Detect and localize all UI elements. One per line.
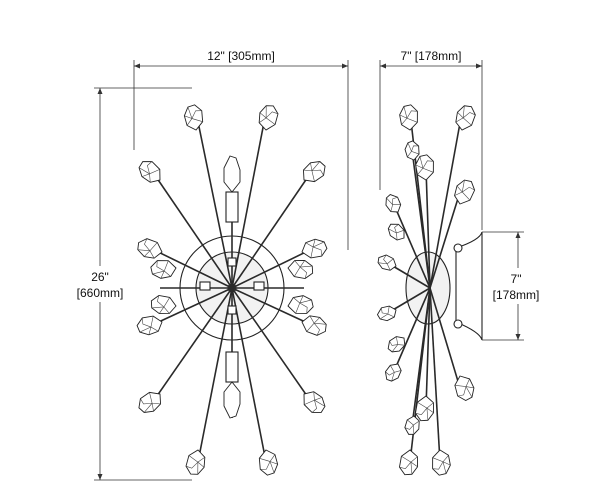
- front-width-dimension: 12" [305mm]: [133, 49, 349, 250]
- height-label-imperial: 26": [91, 270, 109, 284]
- side-hub: [405, 251, 451, 325]
- lower-socket: [225, 351, 239, 383]
- side-backplate: [455, 231, 483, 341]
- upper-center-bulb: [223, 155, 241, 193]
- front-view: [134, 103, 330, 477]
- height-dimension: 26" [660mm]: [68, 87, 192, 481]
- backplate-label-imperial: 7": [511, 272, 522, 286]
- side-view: [375, 103, 483, 477]
- backplate-label-metric: [178mm]: [493, 288, 540, 302]
- side-width-dimension: 7" [178mm]: [379, 49, 483, 230]
- height-label-metric: [660mm]: [77, 286, 124, 300]
- front-width-label: 12" [305mm]: [207, 49, 275, 63]
- side-width-label: 7" [178mm]: [401, 49, 462, 63]
- upper-socket: [225, 191, 239, 223]
- lower-center-bulb: [223, 381, 241, 419]
- backplate-dimension: 7" [178mm]: [482, 231, 550, 341]
